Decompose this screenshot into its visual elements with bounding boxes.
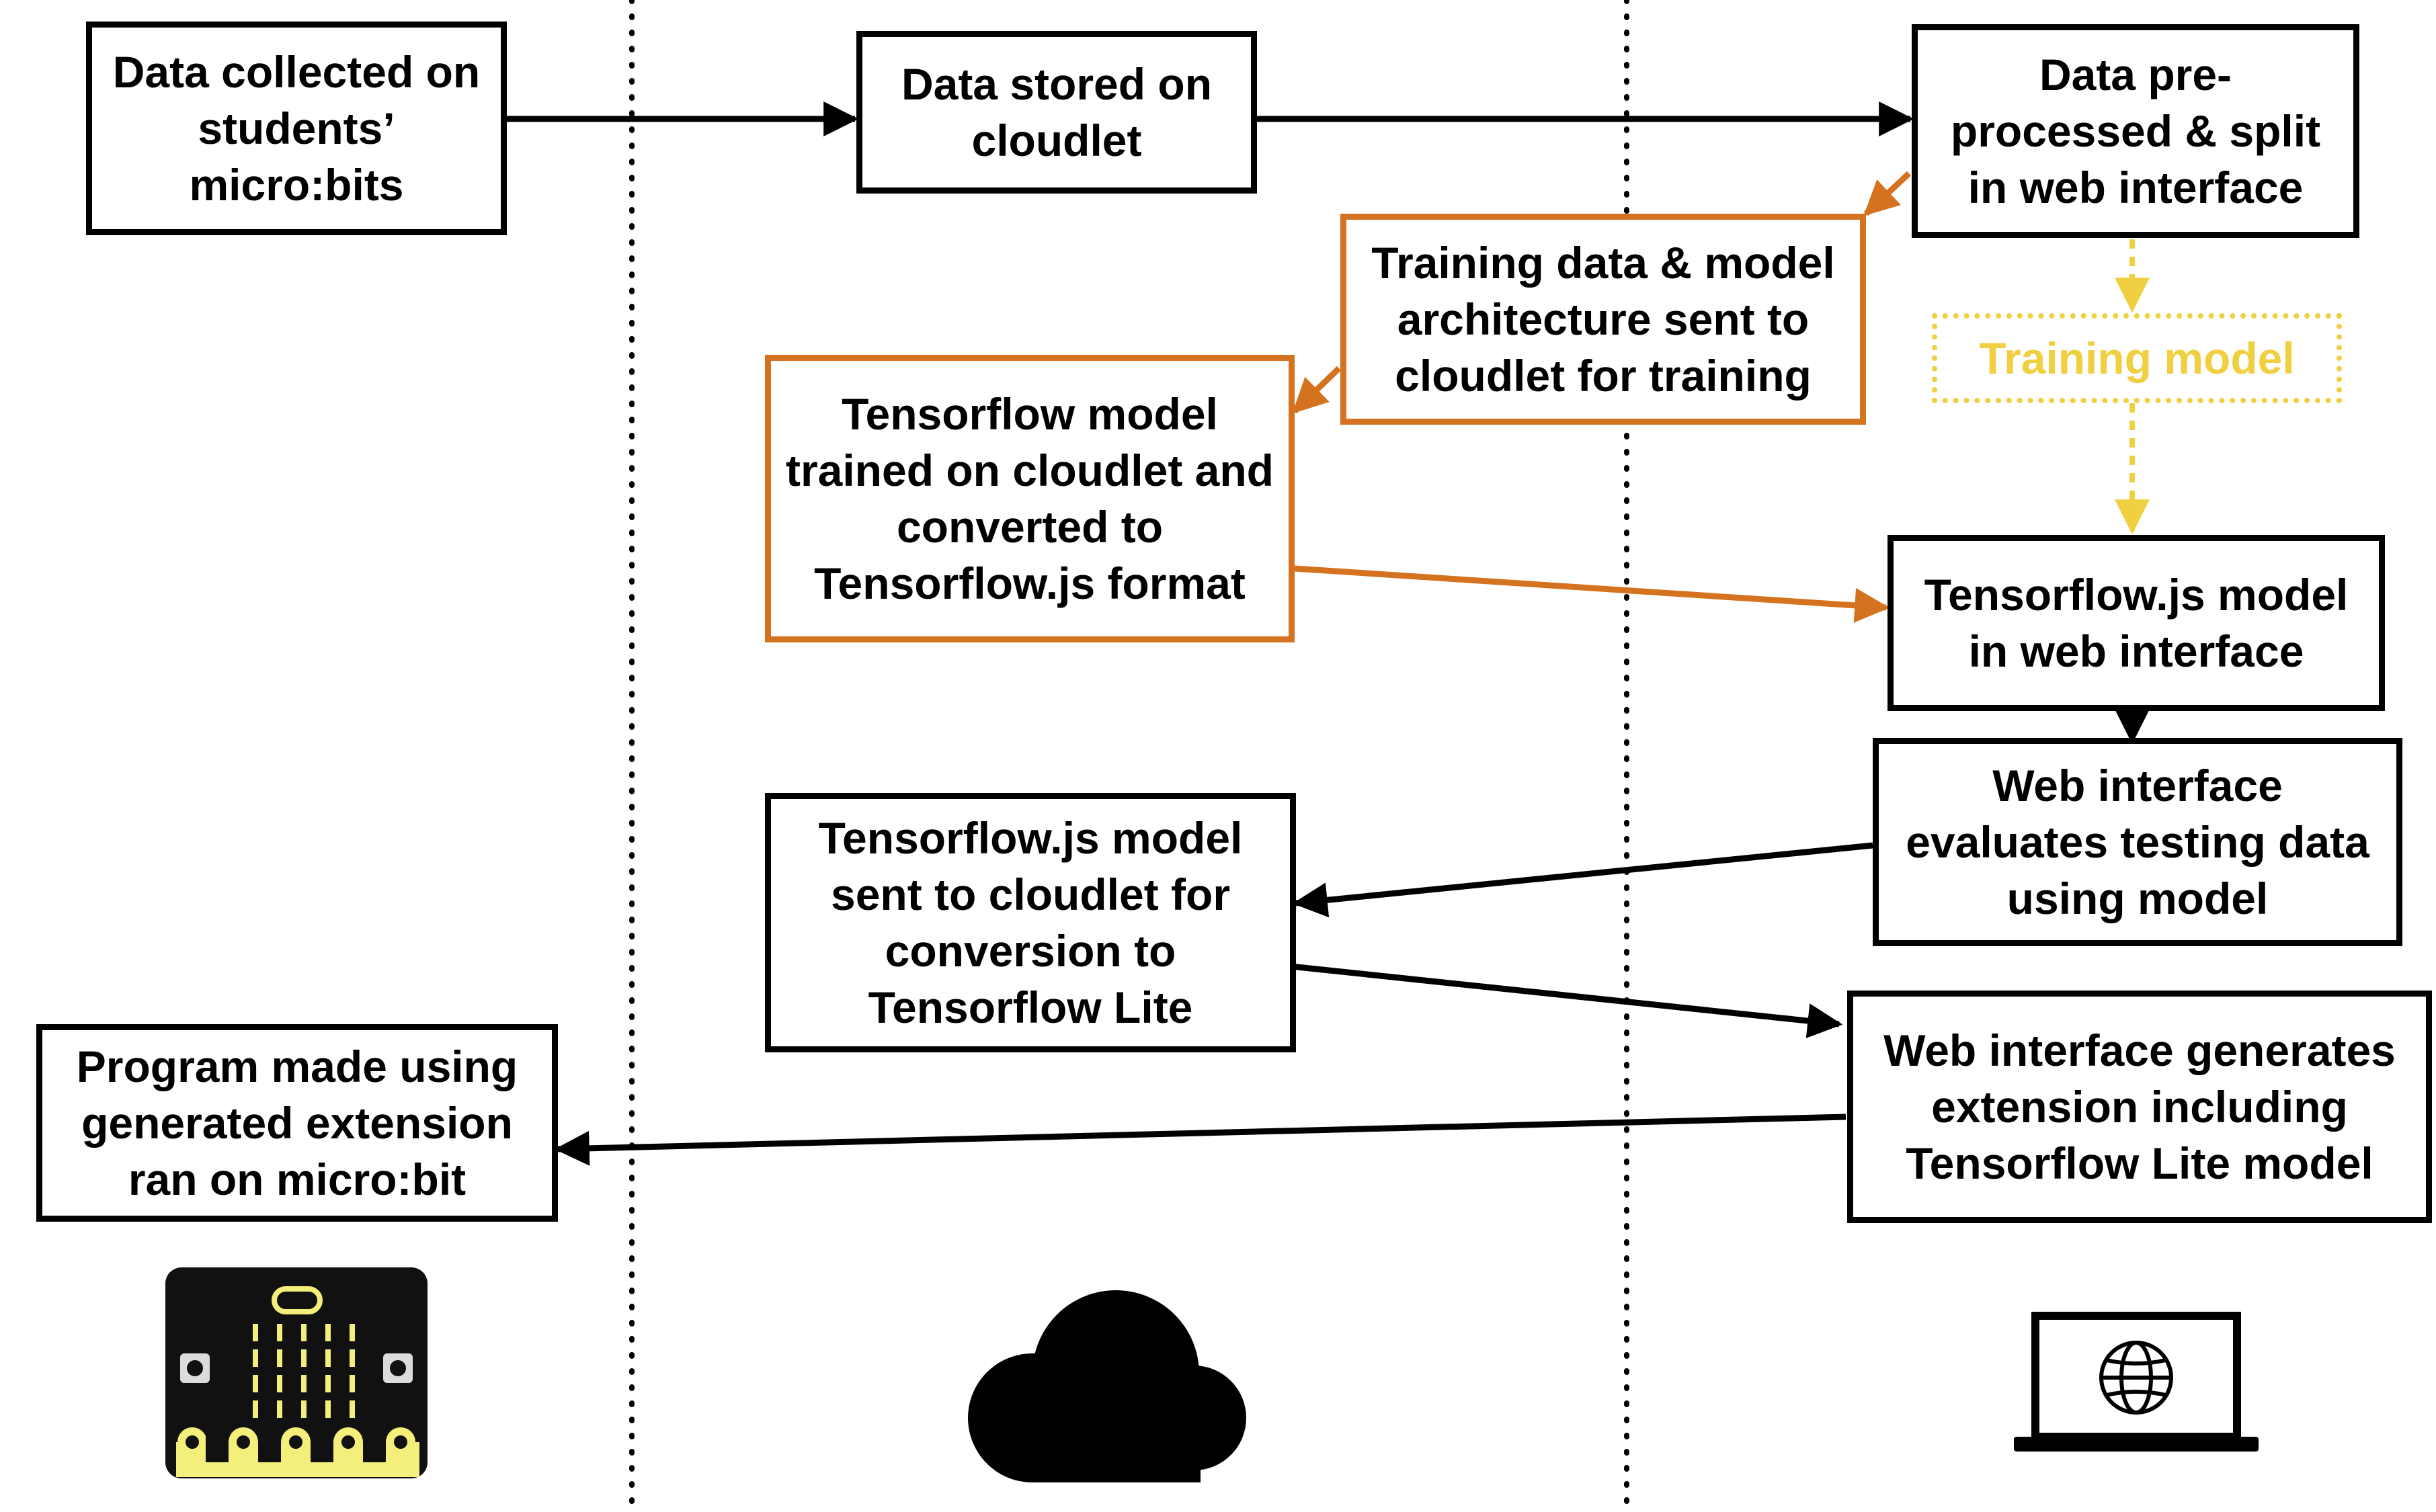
box-training-data-sent: Training data & model architecture sent … bbox=[1340, 214, 1866, 425]
arrow-generates-to-program bbox=[554, 1114, 1846, 1166]
microbit-icon bbox=[165, 1267, 428, 1478]
box-tfjs-sent-to-cloudlet: Tensorflow.js model sent to cloudlet for… bbox=[765, 793, 1296, 1052]
box-training-model: Training model bbox=[1932, 313, 2342, 403]
globe-icon bbox=[2099, 1341, 2173, 1415]
box-web-generates-extension: Web interface generates extension includ… bbox=[1847, 991, 2432, 1223]
box-program-microbit: Program made using generated extension r… bbox=[36, 1024, 558, 1222]
box-tfjs-web-interface: Tensorflow.js model in web interface bbox=[1887, 535, 2385, 711]
laptop-globe-icon bbox=[2014, 1312, 2259, 1452]
arrow-preprocessed-to-training-sent bbox=[1863, 171, 1912, 216]
arrow-tf-trained-to-tfjs-web bbox=[1294, 565, 1890, 623]
box-data-stored: Data stored on cloudlet bbox=[856, 31, 1257, 194]
arrow-evaluates-to-tfjs-sent bbox=[1292, 842, 1873, 918]
cloud-icon bbox=[968, 1290, 1246, 1482]
arrow-training-sent-to-tf-trained bbox=[1292, 366, 1342, 414]
arrow-tfjs-sent-to-generates bbox=[1290, 963, 1843, 1038]
box-web-evaluates: Web interface evaluates testing data usi… bbox=[1873, 738, 2402, 946]
box-tensorflow-trained: Tensorflow model trained on cloudlet and… bbox=[765, 355, 1295, 642]
box-data-preprocessed: Data pre- processed & split in web inter… bbox=[1912, 24, 2359, 238]
box-data-collected: Data collected on students’ micro:bits bbox=[86, 22, 507, 235]
